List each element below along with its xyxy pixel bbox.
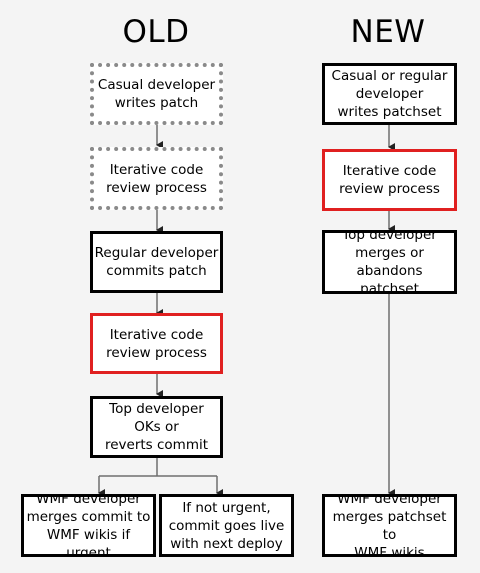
new-wmf-merges-patchset-label: WMF developer merges patchset to WMF wik… — [332, 494, 447, 557]
old-wmf-merges-commit-label: WMF developer merges commit to WMF wikis… — [26, 494, 151, 557]
old-heading: OLD — [122, 14, 190, 50]
new-top-developer-merges-label: Top developer merges or abandons patchse… — [342, 230, 437, 294]
old-top-developer-oks-box: Top developer OKs or reverts commit — [90, 396, 223, 458]
old-regular-commits-label: Regular developer commits patch — [94, 245, 219, 279]
new-casual-or-regular-writes-label: Casual or regular developer writes patch… — [331, 68, 448, 120]
old-wmf-merges-commit-box: WMF developer merges commit to WMF wikis… — [21, 494, 156, 557]
old-regular-commits-box: Regular developer commits patch — [90, 231, 223, 293]
new-top-developer-merges-box: Top developer merges or abandons patchse… — [322, 230, 457, 294]
new-casual-or-regular-writes-box: Casual or regular developer writes patch… — [322, 63, 457, 125]
old-review-process-highlighted-box: Iterative code review process — [90, 313, 223, 374]
old-review-process-dotted-label: Iterative code review process — [106, 161, 207, 196]
old-top-developer-oks-label: Top developer OKs or reverts commit — [104, 401, 209, 453]
new-heading: NEW — [350, 14, 426, 50]
new-wmf-merges-patchset-box: WMF developer merges patchset to WMF wik… — [322, 494, 457, 557]
old-not-urgent-label: If not urgent, commit goes live with nex… — [168, 499, 285, 552]
new-review-process-box: Iterative code review process — [322, 149, 457, 211]
old-casual-writes-patch-box: Casual developer writes patch — [90, 63, 223, 125]
old-review-process-highlighted-label: Iterative code review process — [106, 326, 207, 361]
old-not-urgent-box: If not urgent, commit goes live with nex… — [159, 494, 294, 557]
old-casual-writes-patch-label: Casual developer writes patch — [97, 77, 216, 111]
old-review-process-dotted-box: Iterative code review process — [90, 147, 223, 210]
new-review-process-label: Iterative code review process — [339, 163, 440, 197]
